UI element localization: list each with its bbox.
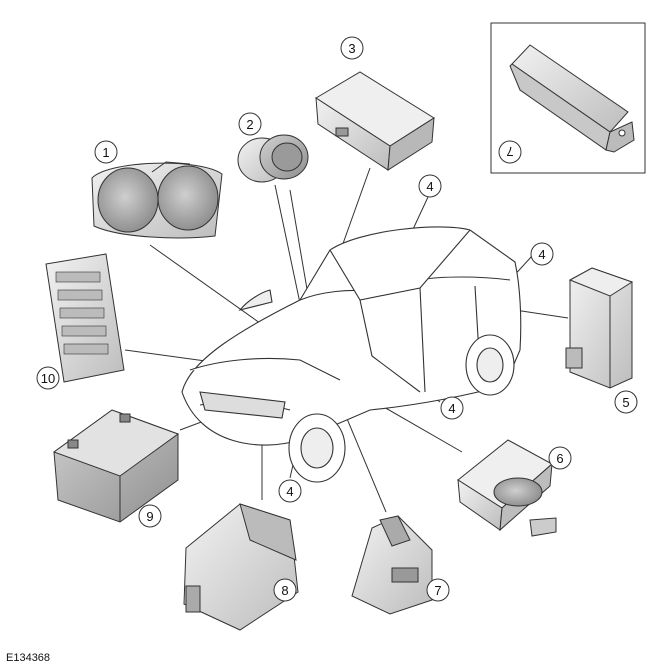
figure-id: E134368 [6,652,51,664]
svg-text:7: 7 [434,583,441,598]
svg-text:1: 1 [102,145,109,160]
inset-module-bracket [509,44,635,153]
svg-text:4: 4 [538,247,545,262]
callout-9: 9 [138,504,162,528]
inset-callout: 7 [498,140,522,164]
callout-4-rear: 4 [530,242,554,266]
svg-text:3: 3 [348,41,355,56]
callout-6: 6 [548,446,572,470]
callout-10: 10 [36,366,60,390]
svg-text:4: 4 [426,179,433,194]
callout-2: 2 [238,112,262,136]
callout-7: 7 [426,578,450,602]
svg-text:8: 8 [281,583,288,598]
control-module-6 [457,439,557,537]
control-module-5 [565,267,634,389]
svg-text:2: 2 [246,117,253,132]
svg-text:9: 9 [146,509,153,524]
svg-text:5: 5 [622,395,629,410]
svg-text:7: 7 [506,144,513,159]
svg-text:6: 6 [556,451,563,466]
inset-box: 7 [490,22,646,174]
battery-9 [52,409,180,523]
callout-4-roof: 4 [418,174,442,198]
callout-labels: 1 2 3 4 4 4 4 5 6 7 8 9 10 [36,36,638,602]
svg-text:4: 4 [448,401,455,416]
callout-5: 5 [614,390,638,414]
callout-3: 3 [340,36,364,60]
svg-text:4: 4 [286,484,293,499]
svg-text:10: 10 [41,371,55,386]
start-button-switch [237,134,309,183]
callout-1: 1 [94,140,118,164]
vehicle-outline [181,226,522,483]
callout-4-front: 4 [278,479,302,503]
callout-8: 8 [273,578,297,602]
fuse-box-10 [45,253,125,383]
junction-box-8 [183,503,299,631]
callout-4-door: 4 [440,396,464,420]
actuator-7 [351,515,433,615]
control-module-3 [315,71,435,171]
instrument-cluster [91,161,223,239]
